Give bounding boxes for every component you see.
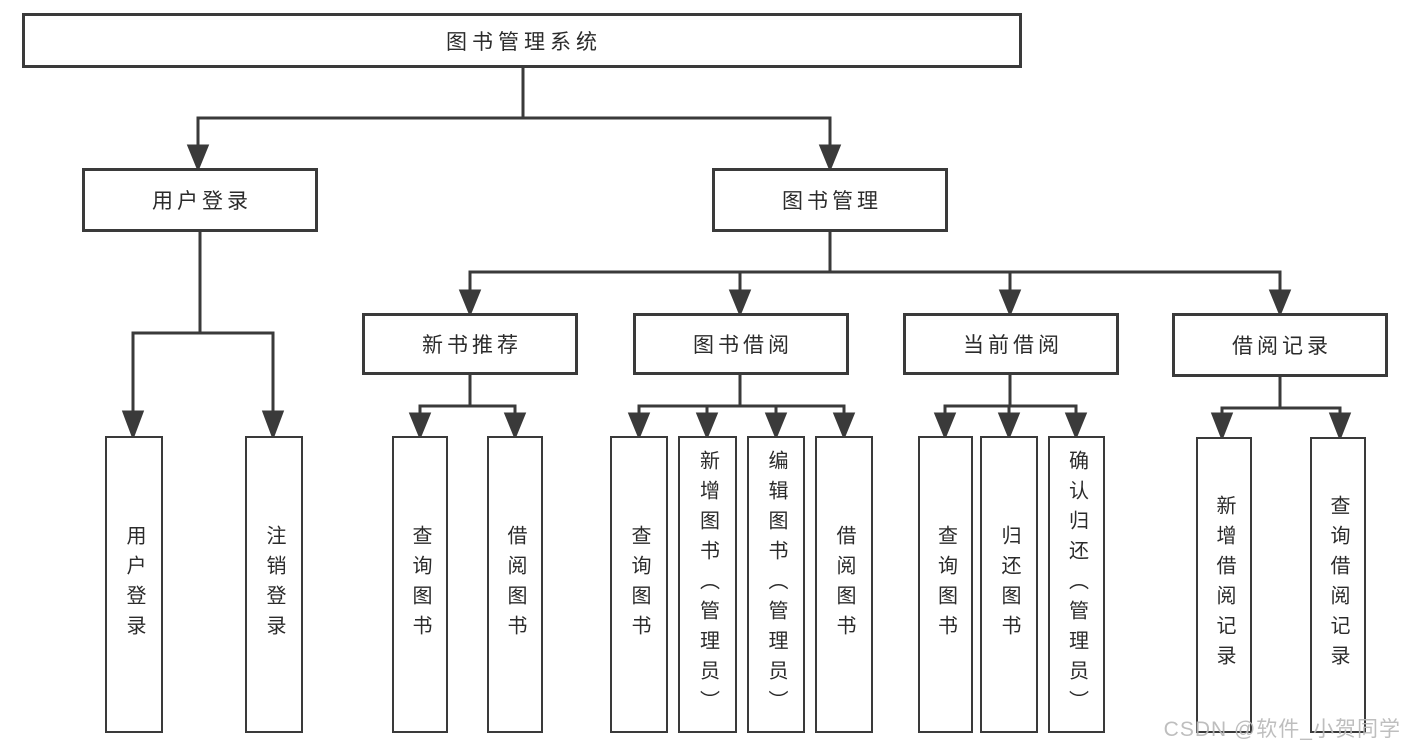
node-book-management-label: 图书管理	[782, 190, 882, 213]
leaf-add-book-admin: 新增图书（管理员）	[678, 436, 737, 733]
leaf-confirm-return-admin-label: 确认归还（管理员）	[1065, 449, 1088, 720]
node-new-book-recommend-label: 新书推荐	[422, 334, 522, 357]
leaf-user-login: 用户登录	[105, 436, 163, 733]
node-user-login-label: 用户登录	[152, 190, 252, 213]
leaf-borrow-query-book-label: 查询图书	[628, 524, 650, 645]
leaf-edit-book-admin: 编辑图书（管理员）	[747, 436, 805, 733]
leaf-recommend-borrow-book: 借阅图书	[487, 436, 543, 733]
leaf-borrow-book-label: 借阅图书	[833, 524, 855, 645]
leaf-query-borrow-record-label: 查询借阅记录	[1327, 495, 1349, 675]
leaf-add-book-admin-label: 新增图书（管理员）	[696, 449, 719, 720]
leaf-return-book: 归还图书	[980, 436, 1038, 733]
leaf-return-book-label: 归还图书	[998, 524, 1020, 645]
leaf-borrow-book: 借阅图书	[815, 436, 873, 733]
node-book-management: 图书管理	[712, 168, 948, 232]
leaf-logout-label: 注销登录	[263, 524, 285, 645]
node-current-borrow: 当前借阅	[903, 313, 1119, 375]
leaf-user-login-label: 用户登录	[123, 524, 145, 645]
connector-root-to-level2	[186, 68, 842, 172]
leaf-recommend-borrow-book-label: 借阅图书	[504, 524, 526, 645]
connector-records-to-leaves	[1210, 377, 1352, 442]
node-current-borrow-label: 当前借阅	[963, 334, 1063, 357]
leaf-recommend-query-book-label: 查询图书	[409, 524, 431, 645]
leaf-recommend-query-book: 查询图书	[392, 436, 448, 733]
node-new-book-recommend: 新书推荐	[362, 313, 578, 375]
connector-bookmgmt-to-level3	[458, 232, 1292, 317]
node-root-label: 图书管理系统	[446, 30, 602, 54]
connector-login-to-leaves	[121, 232, 285, 441]
node-root: 图书管理系统	[22, 13, 1022, 68]
leaf-borrow-query-book: 查询图书	[610, 436, 668, 733]
node-borrow-records: 借阅记录	[1172, 313, 1388, 377]
leaf-logout: 注销登录	[245, 436, 303, 733]
watermark-text: CSDN @软件_小贺同学	[1163, 718, 1401, 741]
node-user-login: 用户登录	[82, 168, 318, 232]
leaf-add-borrow-record: 新增借阅记录	[1196, 437, 1252, 733]
leaf-query-borrow-record: 查询借阅记录	[1310, 437, 1366, 733]
leaf-current-query-book-label: 查询图书	[934, 524, 957, 645]
connector-current-to-leaves	[933, 375, 1088, 440]
connector-borrow-to-leaves	[627, 375, 856, 440]
node-book-borrow-label: 图书借阅	[693, 334, 793, 357]
node-book-borrow: 图书借阅	[633, 313, 849, 375]
node-borrow-records-label: 借阅记录	[1232, 335, 1332, 358]
leaf-add-borrow-record-label: 新增借阅记录	[1213, 495, 1235, 675]
leaf-confirm-return-admin: 确认归还（管理员）	[1048, 436, 1105, 733]
connector-recommend-to-leaves	[408, 375, 527, 440]
leaf-current-query-book: 查询图书	[918, 436, 973, 733]
leaf-edit-book-admin-label: 编辑图书（管理员）	[765, 449, 787, 720]
